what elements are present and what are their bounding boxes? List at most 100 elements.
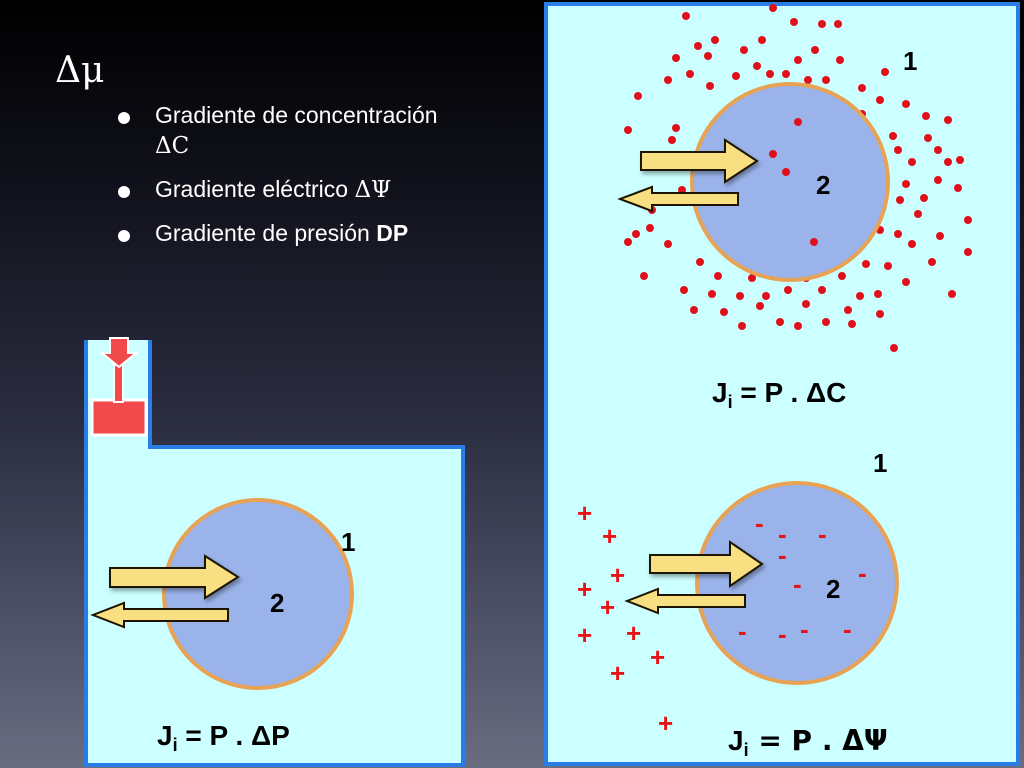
- positive-charge: +: [650, 642, 665, 672]
- bullet-pressure-bold: DP: [376, 220, 409, 246]
- gradient-bullet-list: Gradiente de concentración ΔC Gradiente …: [115, 100, 535, 261]
- dot: [924, 134, 932, 142]
- dot: [822, 318, 830, 326]
- dot: [902, 278, 910, 286]
- dot: [920, 194, 928, 202]
- dot: [876, 96, 884, 104]
- pressure-inside-label: 2: [270, 588, 284, 618]
- positive-charge: +: [577, 620, 592, 650]
- dot: [811, 46, 819, 54]
- dot: [844, 306, 852, 314]
- electric-outside-label: 1: [873, 448, 887, 478]
- dot: [762, 292, 770, 300]
- dot: [704, 52, 712, 60]
- dot: [822, 76, 830, 84]
- dot: [711, 36, 719, 44]
- concentration-cell: [690, 82, 890, 282]
- electric-eq-rest: = P . ΔΨ: [749, 724, 888, 757]
- bullet-dot-icon: [118, 112, 130, 124]
- electric-influx-arrow-icon: [649, 540, 764, 588]
- pressure-cell: [162, 498, 354, 690]
- piston-rod: [113, 364, 124, 403]
- dot: [896, 196, 904, 204]
- dot: [766, 70, 774, 78]
- dot: [881, 68, 889, 76]
- dot: [738, 322, 746, 330]
- dot: [782, 70, 790, 78]
- dot: [944, 116, 952, 124]
- dot: [818, 286, 826, 294]
- dot: [802, 300, 810, 308]
- dot: [696, 258, 704, 266]
- dot: [948, 290, 956, 298]
- positive-charge: +: [600, 592, 615, 622]
- dot: [782, 168, 790, 176]
- dot: [884, 262, 892, 270]
- positive-charges: ++++++++++: [577, 498, 673, 738]
- dot: [748, 274, 756, 282]
- negative-charge: -: [778, 619, 787, 649]
- negative-charge: -: [778, 519, 787, 549]
- concentration-inner-dots: [769, 118, 818, 246]
- dot: [902, 180, 910, 188]
- dot: [894, 230, 902, 238]
- pressure-influx-arrow-icon: [109, 554, 240, 600]
- dot: [640, 272, 648, 280]
- bullet-electric-text: Gradiente eléctrico: [155, 176, 355, 202]
- negative-charge: -: [858, 558, 867, 588]
- electric-eq-prefix: J: [728, 725, 744, 756]
- pressure-efflux-arrow-icon: [90, 601, 229, 629]
- dot: [668, 136, 676, 144]
- dot: [753, 62, 761, 70]
- dot: [944, 158, 952, 166]
- dot: [720, 308, 728, 316]
- dot: [876, 310, 884, 318]
- dot: [848, 320, 856, 328]
- dot: [914, 210, 922, 218]
- negative-charge: -: [793, 569, 802, 599]
- concentration-eq-rest: = P . ΔC: [733, 377, 847, 408]
- dot: [740, 46, 748, 54]
- bullet-electric: Gradiente eléctrico ΔΨ: [115, 174, 535, 205]
- dot: [838, 272, 846, 280]
- dot: [804, 76, 812, 84]
- dot: [794, 56, 802, 64]
- dot: [672, 124, 680, 132]
- concentration-diagram: 1 2 Ji = P . ΔC: [617, 4, 972, 412]
- pressure-eq-prefix: J: [157, 720, 173, 751]
- dot: [934, 146, 942, 154]
- dot: [736, 292, 744, 300]
- negative-charge: -: [778, 540, 787, 570]
- pressure-equation: Ji = P . ΔP: [157, 720, 290, 755]
- dot: [858, 84, 866, 92]
- concentration-equation: Ji = P . ΔC: [712, 377, 846, 412]
- bullet-pressure: Gradiente de presión DP: [115, 218, 535, 248]
- dot: [769, 150, 777, 158]
- dot: [964, 248, 972, 256]
- dot: [836, 56, 844, 64]
- dot: [756, 302, 764, 310]
- negative-charge: -: [738, 616, 747, 646]
- dot: [790, 18, 798, 26]
- dot: [908, 240, 916, 248]
- dot: [646, 224, 654, 232]
- dot: [708, 290, 716, 298]
- efflux-arrow-icon: [617, 185, 739, 213]
- bullet-concentration-text: Gradiente de concentración: [155, 102, 438, 128]
- concentration-inside-label: 2: [816, 170, 830, 200]
- dot: [956, 156, 964, 164]
- dot: [769, 4, 777, 12]
- dot: [714, 272, 722, 280]
- dot: [894, 146, 902, 154]
- dot: [810, 238, 818, 246]
- concentration-eq-prefix: J: [712, 377, 728, 408]
- positive-charge: +: [610, 658, 625, 688]
- dot: [908, 158, 916, 166]
- dot: [874, 290, 882, 298]
- dot: [682, 12, 690, 20]
- bullet-electric-symbol: ΔΨ: [354, 177, 392, 203]
- pressure-diagram: 1 2 Ji = P . ΔP: [84, 337, 465, 767]
- dot: [862, 260, 870, 268]
- dot: [632, 230, 640, 238]
